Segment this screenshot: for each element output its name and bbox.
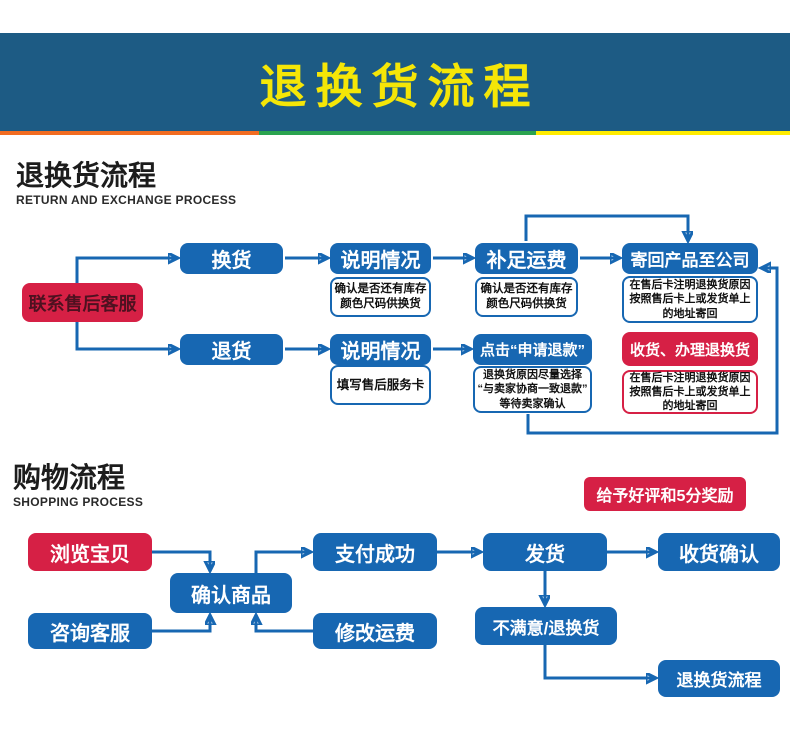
connector-confirm-to-pay [254, 552, 310, 573]
node-exchange-goods: 换货 [180, 243, 283, 274]
connector-fee-top-to-sendback-top [524, 214, 688, 241]
node-send-back-to-company: 寄回产品至公司 [622, 243, 758, 274]
stripe-green [259, 131, 536, 135]
shopping-section-subtitle: SHOPPING PROCESS [13, 495, 144, 510]
note-sendback-address: 在售后卡注明退换货原因 按照售后卡上或发货单上 的地址寄回 [622, 276, 758, 323]
shopping-section-title: 购物流程 [13, 462, 126, 493]
node-modify-shipping-fee: 修改运费 [313, 613, 437, 649]
node-apply-refund: 点击“申请退款” [473, 334, 592, 365]
connector-consult-to-confirm [152, 616, 210, 633]
node-confirm-item: 确认商品 [170, 573, 292, 613]
node-receive-confirm: 收货确认 [658, 533, 780, 571]
node-ship-goods: 发货 [483, 533, 607, 571]
node-pay-shipping-fee: 补足运费 [475, 243, 578, 274]
note-confirm-stock-exchange: 确认是否还有库存 颜色尺码供换货 [330, 277, 431, 317]
return-section-subtitle: RETURN AND EXCHANGE PROCESS [16, 193, 237, 208]
note-receive-address: 在售后卡注明退换货原因 按照售后卡上或发货单上 的地址寄回 [622, 370, 758, 414]
connector-modify-to-confirm [256, 616, 313, 633]
note-confirm-stock-fee: 确认是否还有库存 颜色尺码供换货 [475, 277, 578, 317]
node-receive-and-handle: 收货、办理退换货 [622, 332, 758, 366]
connector-browse-to-confirm [152, 550, 210, 570]
node-explain-situation-return: 说明情况 [330, 334, 431, 365]
connector-contact-to-exchange [75, 258, 177, 283]
node-consult-service: 咨询客服 [28, 613, 152, 649]
note-fill-service-card: 填写售后服务卡 [330, 365, 431, 405]
praise-reward-badge: 给予好评和5分奖励 [584, 477, 746, 511]
node-contact-after-sales: 联系售后客服 [22, 283, 143, 322]
node-return-goods: 退货 [180, 334, 283, 365]
banner-title: 退换货流程 [259, 59, 540, 113]
node-payment-success: 支付成功 [313, 533, 437, 571]
connector-unsatisfied-to-returnflow [543, 645, 655, 678]
stripe-yellow [536, 131, 790, 135]
shopping-section-heading: 购物流程 SHOPPING PROCESS [13, 462, 144, 510]
banner-stripe [0, 131, 790, 135]
note-refund-reason: 退换货原因尽量选择 “与卖家协商一致退款” 等待卖家确认 [473, 366, 592, 413]
return-section-title: 退换货流程 [16, 160, 157, 191]
node-return-exchange-flow: 退换货流程 [658, 660, 780, 697]
node-unsatisfied-return: 不满意/退换货 [475, 607, 617, 645]
node-browse-items: 浏览宝贝 [28, 533, 152, 571]
connector-contact-to-return [75, 322, 177, 349]
stripe-orange [0, 131, 259, 135]
return-section-heading: 退换货流程 RETURN AND EXCHANGE PROCESS [16, 160, 237, 208]
node-explain-situation-exchange: 说明情况 [330, 243, 431, 274]
banner: 退换货流程 [0, 33, 790, 131]
